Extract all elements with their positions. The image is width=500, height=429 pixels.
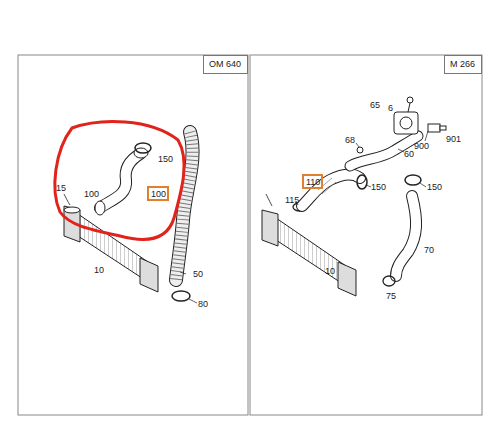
hose-clamp	[405, 175, 421, 185]
callout-number: 80	[198, 300, 208, 309]
callout-number: 68	[345, 136, 355, 145]
callout-number: 150	[371, 183, 386, 192]
callout-number: 901	[446, 135, 461, 144]
callout-number: 75	[386, 292, 396, 301]
throttle-housing	[394, 97, 418, 134]
callout-number: 100	[151, 190, 165, 199]
callout-number: 50	[193, 270, 203, 279]
bolt	[357, 147, 363, 153]
callout-number: 110	[306, 178, 319, 187]
charge-air-hose	[302, 174, 360, 206]
callout-number: 70	[424, 246, 434, 255]
engine-tab: M 266	[444, 55, 482, 74]
callout-number: 115	[285, 196, 299, 205]
hose-clamp	[135, 143, 151, 153]
highlight-box: 110	[302, 174, 323, 189]
intercooler	[262, 210, 356, 296]
charge-air-hose	[396, 196, 416, 276]
callout-number: 150	[158, 155, 173, 164]
panel-frame	[18, 55, 248, 415]
highlight-outline	[55, 122, 184, 240]
callout-number: 15	[56, 184, 66, 193]
engine-code: OM 640	[209, 60, 242, 69]
callout-number: 900	[414, 142, 429, 151]
charge-air-hose	[95, 148, 148, 215]
callout-number: 65	[370, 101, 380, 110]
callout-number: 10	[94, 266, 104, 275]
sensor	[428, 124, 446, 132]
callout-number: 150	[427, 183, 442, 192]
hose-clamp	[357, 175, 367, 189]
highlight-box: 100	[147, 186, 169, 201]
panel-frame	[250, 55, 482, 415]
callout-number: 6	[388, 104, 393, 113]
intercooler	[64, 206, 158, 292]
charge-air-pipe	[350, 136, 418, 166]
seal-ring	[172, 291, 190, 301]
callout-number: 100	[84, 190, 99, 199]
callout-number: 10	[325, 267, 335, 276]
callout-number: 60	[404, 150, 414, 159]
engine-code: M 266	[450, 60, 476, 69]
engine-tab: OM 640	[203, 55, 248, 74]
seal-ring	[383, 276, 395, 286]
